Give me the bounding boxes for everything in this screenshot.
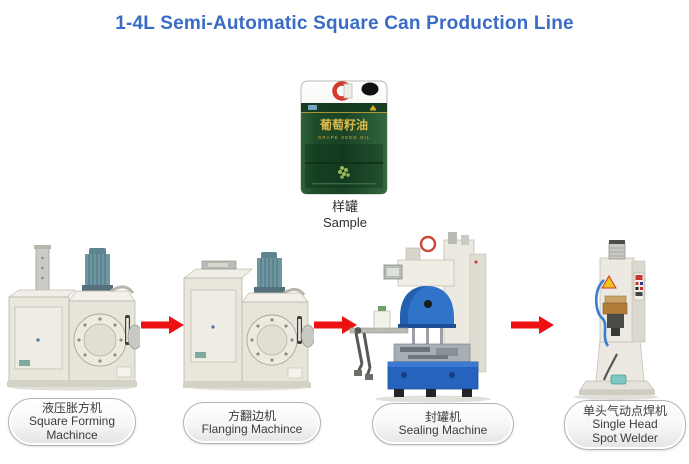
sealing-rods bbox=[412, 328, 443, 346]
machine-label-en: Flanging Machince bbox=[201, 422, 303, 436]
can-cap-icon bbox=[361, 82, 379, 96]
machine-label-cn: 方翻边机 bbox=[227, 408, 276, 423]
welder-control-panel bbox=[633, 272, 645, 301]
flanging-base bbox=[183, 382, 311, 388]
sealing-base bbox=[387, 361, 479, 397]
forming-cabinet bbox=[7, 289, 76, 382]
welder-cylinder bbox=[608, 240, 626, 260]
machine-label-en: Sealing Machine bbox=[398, 423, 488, 437]
can-product-name-en: GRAPE SEED OIL bbox=[318, 135, 371, 140]
sample-caption-en: Sample bbox=[322, 215, 368, 230]
can-label-panel bbox=[305, 144, 383, 188]
machine-label-en: Single Head bbox=[592, 417, 658, 432]
can-product-name-cn: 葡萄籽油 bbox=[319, 117, 368, 132]
can-brand-badges bbox=[308, 105, 376, 111]
sealing-table bbox=[393, 343, 471, 363]
machine-label-en2: Machince bbox=[46, 427, 98, 442]
forming-base bbox=[7, 381, 137, 387]
label-spot-welder: 单头气动点焊机 Single Head Spot Welder bbox=[564, 400, 686, 450]
welder-foot-pedal bbox=[602, 353, 627, 385]
flanging-body bbox=[241, 288, 314, 383]
flanging-machine-illustration bbox=[182, 252, 314, 391]
can-handle-icon bbox=[332, 81, 353, 101]
sealing-dome bbox=[398, 286, 456, 328]
label-sealing-machine: 封罐机 Sealing Machine bbox=[372, 403, 514, 445]
flow-arrow-icon bbox=[314, 316, 357, 334]
sample-caption: 样罐 Sample bbox=[295, 199, 395, 231]
can-body bbox=[300, 80, 388, 195]
sealing-feed-arm bbox=[349, 306, 409, 380]
warning-triangle-icon bbox=[601, 275, 617, 289]
machine-label-en2: Spot Welder bbox=[592, 430, 658, 445]
sealing-machine-illustration bbox=[349, 232, 491, 403]
machine-label-en: Square Forming bbox=[28, 414, 116, 429]
sample-caption-cn: 样罐 bbox=[331, 199, 358, 214]
forming-motor bbox=[82, 248, 113, 291]
label-flanging-machine: 方翻边机 Flanging Machince bbox=[183, 402, 321, 444]
page-title: 1-4L Semi-Automatic Square Can Productio… bbox=[115, 13, 574, 34]
machine-label-cn: 单头气动点焊机 bbox=[582, 403, 667, 418]
square-forming-machine-illustration bbox=[7, 245, 140, 391]
machine-label-cn: 液压胀方机 bbox=[41, 400, 102, 415]
welder-base bbox=[579, 339, 655, 395]
forming-body bbox=[68, 285, 140, 382]
welder-electrode-assembly bbox=[602, 295, 628, 336]
machine-label-cn: 封罐机 bbox=[424, 409, 461, 424]
flanging-motor bbox=[254, 252, 285, 293]
flanging-cabinet bbox=[182, 260, 253, 383]
flow-arrow-icon bbox=[141, 316, 184, 334]
flow-arrow-icon bbox=[511, 316, 554, 334]
sealing-head bbox=[383, 247, 455, 287]
label-square-forming-machine: 液压胀方机 Square Forming Machince bbox=[8, 398, 136, 446]
spot-welder-illustration bbox=[574, 240, 658, 400]
sample-can-image: 葡萄籽油 GRAPE SEED OIL bbox=[300, 80, 388, 195]
welder-air-hose bbox=[594, 279, 610, 347]
